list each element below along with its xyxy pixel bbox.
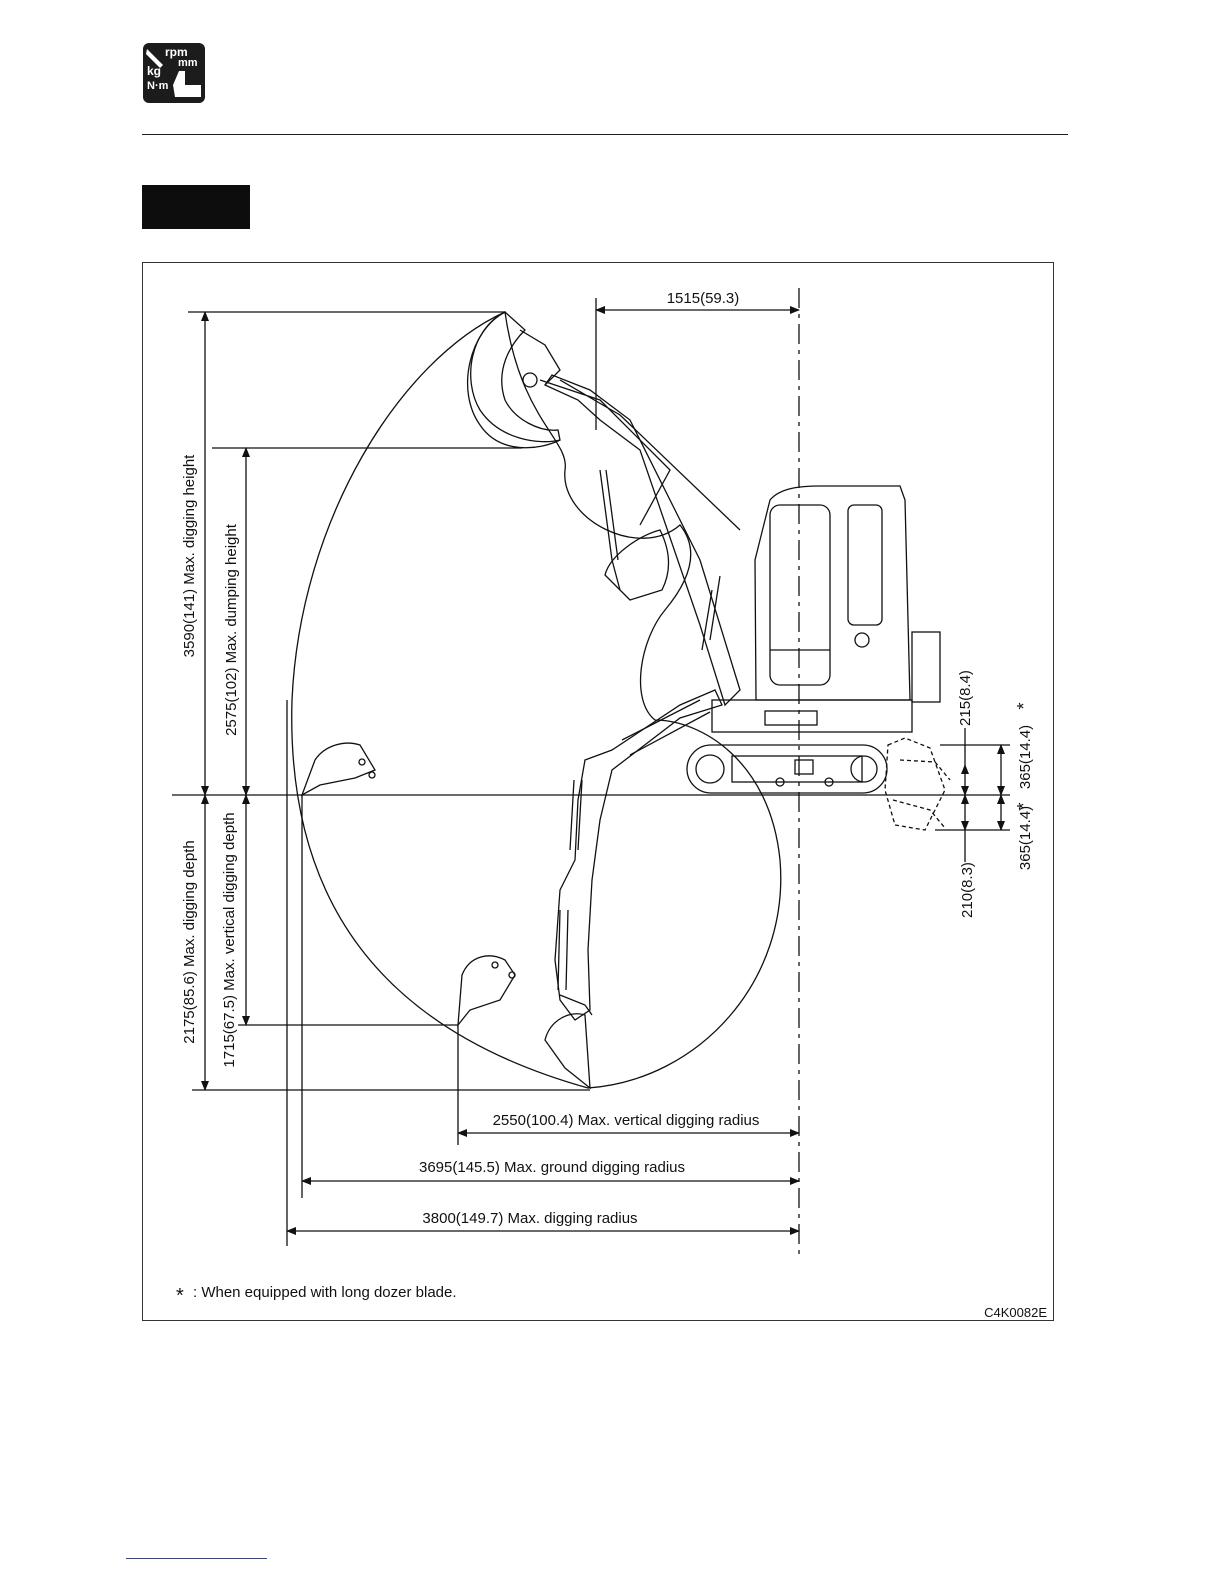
bucket-top-position xyxy=(470,311,561,443)
label-max-digging-depth: 2175(85.6) Max. digging depth xyxy=(181,840,198,1043)
boom-raised xyxy=(522,372,741,707)
dozer-blade xyxy=(884,737,951,831)
bucket-vertical-depth xyxy=(457,955,516,1028)
footnote-asterisk: * xyxy=(176,1285,184,1307)
label-max-dumping-height: 2575(102) Max. dumping height xyxy=(223,523,240,736)
crawler-track xyxy=(686,744,888,794)
logo-nm-text: N·m xyxy=(147,80,169,92)
label-max-ground-digging-radius: 3695(145.5) Max. ground digging radius xyxy=(419,1159,685,1176)
diagram-frame xyxy=(142,262,1054,1321)
bucket-dump-position xyxy=(604,529,670,601)
excavator-icon xyxy=(146,49,201,97)
header-rule xyxy=(142,134,1068,135)
label-210: 210(8.3) xyxy=(959,862,976,918)
label-max-digging-radius: 3800(149.7) Max. digging radius xyxy=(422,1210,637,1227)
boom-lowered xyxy=(554,689,723,1021)
logo-kg-text: kg xyxy=(147,64,162,78)
label-365-down-asterisk: * xyxy=(1014,802,1034,809)
label-max-vertical-digging-radius: 2550(100.4) Max. vertical digging radius xyxy=(493,1112,760,1129)
label-215: 215(8.4) xyxy=(957,670,974,726)
blade-dimensions xyxy=(935,728,1010,862)
label-365-down: 365(14.4) xyxy=(1017,806,1034,870)
working-envelope xyxy=(291,311,782,1089)
logo-mm-text: mm xyxy=(178,57,198,69)
label-1515: 1515(59.3) xyxy=(667,290,740,307)
bucket-ground-position xyxy=(300,742,376,797)
label-365-up-asterisk: * xyxy=(1014,702,1034,709)
footnote-text: : When equipped with long dozer blade. xyxy=(193,1284,457,1301)
label-max-digging-height: 3590(141) Max. digging height xyxy=(181,454,198,657)
bucket-curl-arc xyxy=(467,311,561,449)
figure-code: C4K0082E xyxy=(984,1305,1047,1320)
label-365-up: 365(14.4) xyxy=(1017,725,1034,789)
bucket-bottom-position xyxy=(544,994,593,1090)
logo-rpm-text: rpm xyxy=(165,45,188,59)
excavator-body xyxy=(711,485,941,733)
spec-units-logo: rpm mm kg N·m xyxy=(143,43,205,103)
footer-link-rule xyxy=(126,1558,267,1559)
section-tab xyxy=(142,185,250,229)
label-max-vertical-digging-depth: 1715(67.5) Max. vertical digging depth xyxy=(221,812,238,1067)
